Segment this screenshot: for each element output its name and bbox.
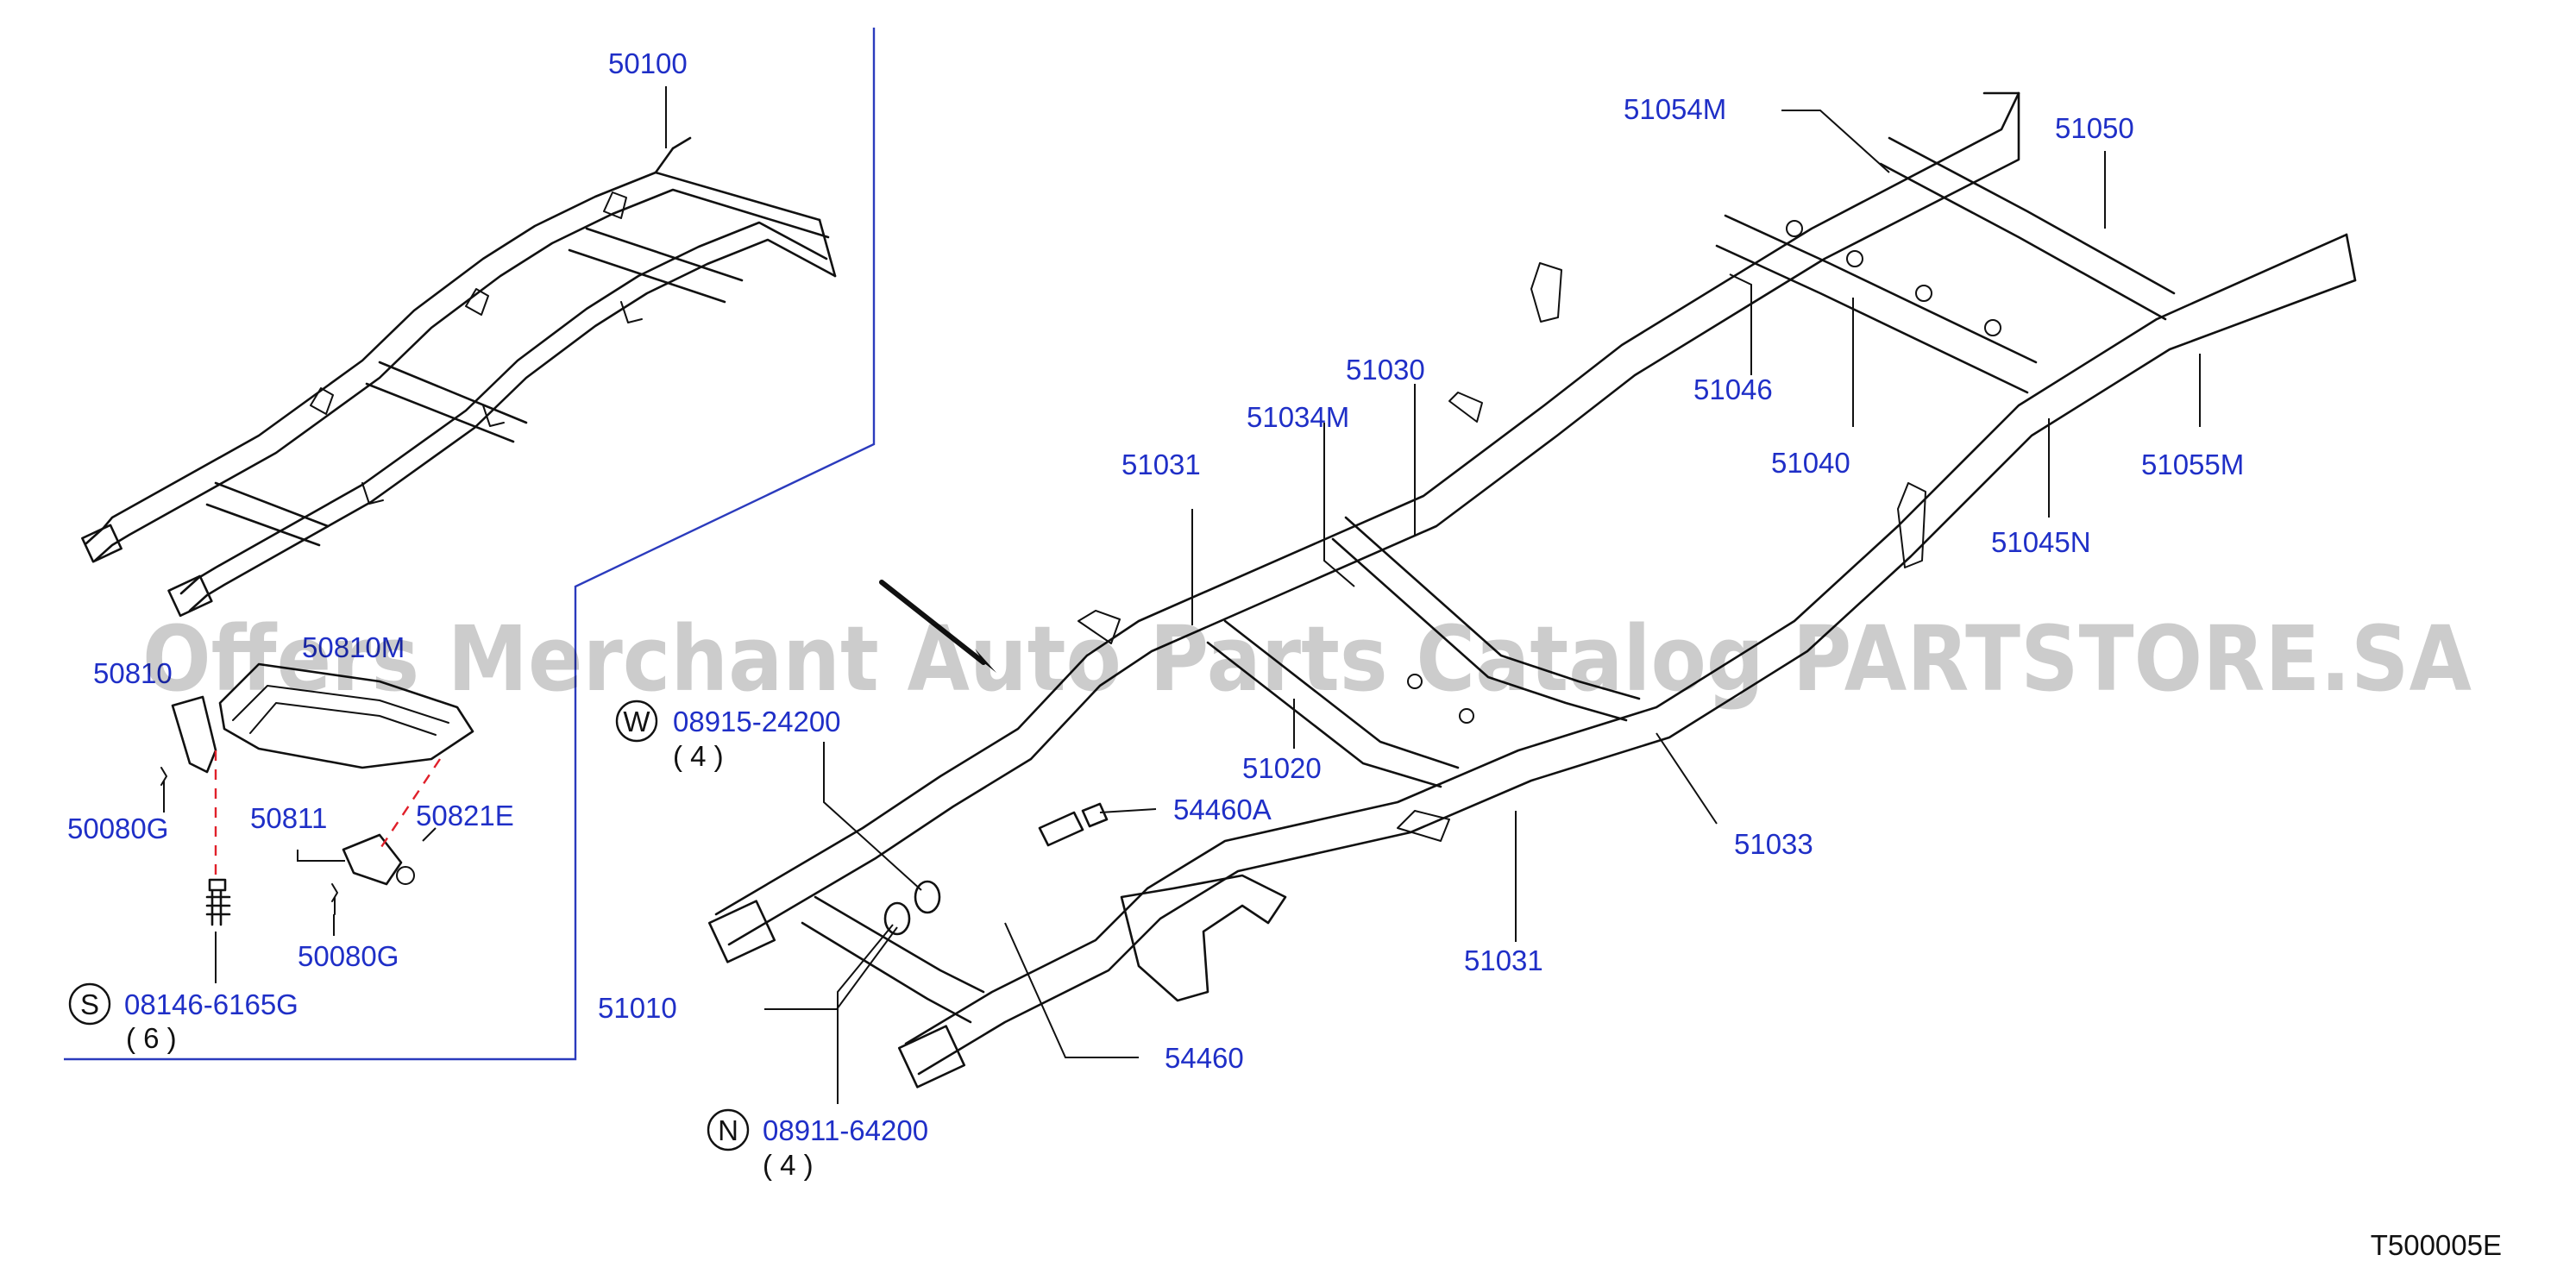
hardware-symbol-n — [707, 1108, 750, 1151]
skid-plate-inset-drawing — [160, 662, 474, 983]
callout-08911-64200[interactable]: 08911-64200 — [763, 1114, 928, 1146]
callout-51046[interactable]: 51046 — [1693, 373, 1773, 405]
qty-08911: ( 4 ) — [763, 1149, 814, 1181]
callout-50821e[interactable]: 50821E — [416, 800, 514, 831]
callout-08915-24200[interactable]: 08915-24200 — [673, 706, 841, 737]
callout-08146-6165g[interactable]: 08146-6165G — [124, 988, 298, 1020]
symbol-s-letter: S — [80, 988, 99, 1020]
callout-51031-upper[interactable]: 51031 — [1122, 449, 1201, 480]
callout-50810[interactable]: 50810 — [93, 657, 173, 689]
drawing-code: T500005E — [2371, 1229, 2502, 1261]
hardware-symbol-s — [68, 982, 111, 1026]
frame-assembly-inset-drawing — [81, 86, 837, 618]
callout-50080g-upper[interactable]: 50080G — [67, 813, 168, 844]
hardware-symbol-w — [615, 700, 658, 743]
callout-51045n[interactable]: 51045N — [1991, 526, 2091, 558]
callout-51010[interactable]: 51010 — [598, 992, 677, 1024]
callout-51030[interactable]: 51030 — [1346, 354, 1425, 386]
callout-51040[interactable]: 51040 — [1771, 447, 1850, 479]
leader-lines — [764, 110, 2201, 1104]
callout-51054m[interactable]: 51054M — [1624, 93, 1726, 125]
callout-50080g-lower[interactable]: 50080G — [298, 940, 399, 972]
symbol-w-letter: W — [623, 706, 650, 737]
watermark-text: Offers Merchant Auto Parts Catalog PARTS… — [142, 606, 2472, 712]
callout-50810m[interactable]: 50810M — [302, 631, 405, 663]
callout-51055m[interactable]: 51055M — [2141, 449, 2244, 480]
symbol-n-letter: N — [718, 1114, 738, 1146]
callout-54460a[interactable]: 54460A — [1173, 794, 1272, 825]
part-callouts: 50100 50810 50810M 50080G 50811 50821E 5… — [67, 47, 2244, 1181]
callout-51050[interactable]: 51050 — [2055, 112, 2134, 144]
callout-51031-lower[interactable]: 51031 — [1464, 944, 1543, 976]
callout-51034m[interactable]: 51034M — [1247, 401, 1349, 433]
callout-51033[interactable]: 51033 — [1734, 828, 1813, 860]
qty-08146: ( 6 ) — [126, 1022, 177, 1054]
callout-54460[interactable]: 54460 — [1165, 1042, 1244, 1074]
qty-08915: ( 4 ) — [673, 740, 724, 772]
main-frame-drawing — [707, 91, 2357, 1089]
callout-50811[interactable]: 50811 — [250, 802, 327, 834]
callout-50100[interactable]: 50100 — [608, 47, 688, 79]
inset-divider — [64, 28, 876, 1061]
callout-51020[interactable]: 51020 — [1242, 752, 1322, 784]
